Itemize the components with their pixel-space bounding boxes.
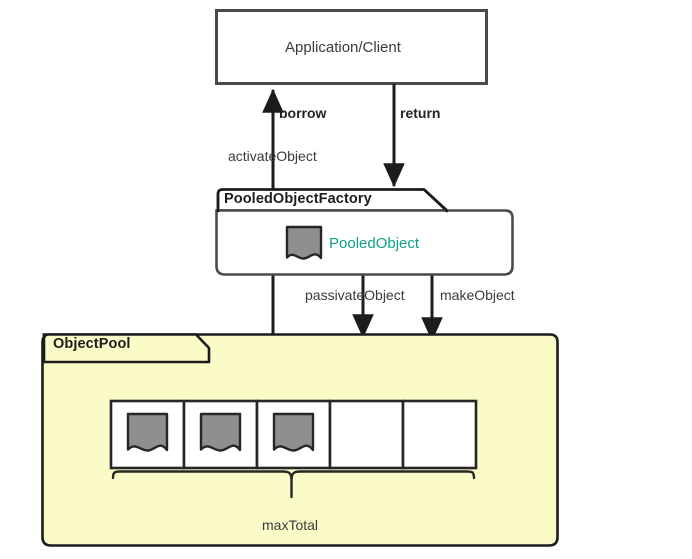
pooled-object-icon [285, 225, 323, 260]
pooled-object-label: PooledObject [329, 235, 420, 252]
client-box-label: Application/Client [285, 39, 401, 56]
edge-label-passivateobject: passivateObject [305, 287, 405, 303]
maxtotal-label: maxTotal [262, 517, 319, 533]
factory-frame-label: PooledObjectFactory [224, 191, 372, 207]
pooled-object-icon [199, 412, 242, 452]
factory-frame-tab-outline [216, 188, 449, 213]
edge-label-borrow: borrow [279, 105, 327, 121]
edge-label-return: return [400, 105, 441, 121]
pool-frame-tab [42, 333, 211, 364]
pool-slot[interactable] [328, 399, 405, 470]
pool-slot-icons [126, 412, 315, 452]
pool-frame-label: ObjectPool [53, 336, 131, 352]
client-box[interactable] [215, 9, 488, 85]
pool-slot-row [109, 399, 478, 470]
pooled-object-icon [272, 412, 315, 452]
edge-label-activateobject: activateObject [228, 148, 317, 164]
pooled-object-icon [126, 412, 169, 452]
edge-label-makeobject: makeObject [440, 287, 515, 303]
pool-slot[interactable] [401, 399, 478, 470]
